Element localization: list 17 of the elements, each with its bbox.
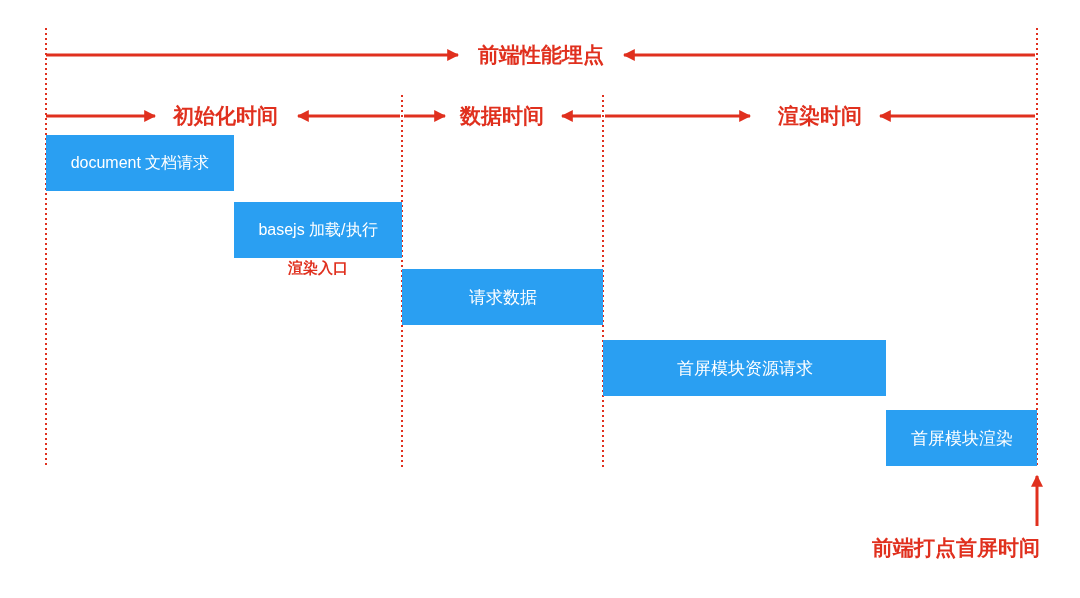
process-box xyxy=(402,269,603,325)
process-box xyxy=(886,410,1037,466)
box-label: 首屏模块资源请求 xyxy=(676,357,813,380)
box-label: document 文档请求 xyxy=(70,152,210,173)
box-label: 请求数据 xyxy=(468,286,537,309)
process-box xyxy=(234,202,402,258)
annotation-text: 前端打点首屏时间 xyxy=(858,536,1054,560)
dimension-label: 数据时间 xyxy=(460,103,544,129)
process-box xyxy=(46,135,234,191)
dimension-label: 初始化时间 xyxy=(172,103,278,129)
dimension-label: 前端性能埋点 xyxy=(478,42,604,68)
dimension-label: 渲染时间 xyxy=(778,103,862,129)
arrow xyxy=(1031,474,1043,526)
box-label: 首屏模块渲染 xyxy=(910,427,1013,450)
box-label: basejs 加载/执行 xyxy=(258,219,378,240)
process-box xyxy=(603,340,886,396)
annotation-text: 渲染入口 xyxy=(288,259,348,278)
